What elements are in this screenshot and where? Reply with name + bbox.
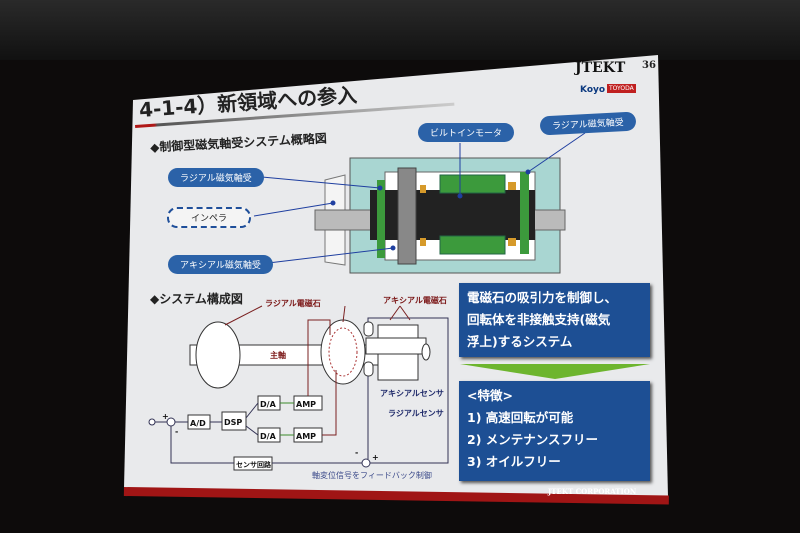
sensor-circuit-text: センサ回路 <box>236 460 272 469</box>
ad-text: A/D <box>190 419 206 428</box>
amp-text-2: AMP <box>296 432 316 441</box>
minus-sign-2: - <box>355 448 358 457</box>
dsp-text: DSP <box>224 418 242 427</box>
feature-item: 1) 高速回転が可能 <box>467 410 574 425</box>
radial-magnet <box>320 319 366 385</box>
motor-stator-top <box>439 174 506 194</box>
label-axial-bearing: アキシアル磁気軸受 <box>168 255 273 274</box>
system-heading: ◆システム構成図 <box>150 292 243 306</box>
feature-item: 2) メンテナンスフリー <box>467 432 599 447</box>
axial-sensor-shape <box>421 343 431 361</box>
toyoda-logo: TOYODA <box>607 84 636 93</box>
summary-line: 浮上)するシステム <box>467 334 573 349</box>
amp-text-1: AMP <box>296 400 316 409</box>
label-feedback: 軸変位信号をフィードバック制御 <box>312 471 432 480</box>
footer-text: JTEKT CORPORATION <box>548 487 637 496</box>
plus-sign-2: + <box>372 453 379 462</box>
summary-line: 電磁石の吸引力を制御し、 <box>467 290 618 305</box>
da-text-1: D/A <box>260 400 277 409</box>
label-radial-magnet: ラジアル電磁石 <box>265 299 321 308</box>
dsp-block <box>221 411 247 431</box>
ceiling <box>0 0 800 60</box>
radial-bearing-left <box>377 180 385 258</box>
radial-sensor-shape <box>363 321 374 337</box>
features-box: <特徴> 1) 高速回転が可能 2) メンテナンスフリー 3) オイルフリー <box>459 381 650 481</box>
label-radial-sensor: ラジアルセンサ <box>388 409 444 418</box>
minus-sign-1: - <box>175 427 178 436</box>
radial-bearing-right <box>520 172 529 254</box>
da-text-2: D/A <box>260 432 277 441</box>
jtekt-logo: JTEKT <box>575 60 626 76</box>
plus-sign-1: + <box>162 412 169 421</box>
feature-item: 3) オイルフリー <box>467 454 561 469</box>
label-main-shaft: 主軸 <box>270 351 286 360</box>
label-radial-bearing-left: ラジアル磁気軸受 <box>168 168 264 187</box>
summary-box: 電磁石の吸引力を制御し、 回転体を非接触支持(磁気 浮上)するシステム <box>459 283 650 357</box>
down-arrow-icon <box>460 364 650 379</box>
koyo-logo: Koyo <box>580 85 606 95</box>
page-number: 36 <box>642 60 656 71</box>
label-motor: ビルトインモータ <box>418 123 515 142</box>
features-heading: <特徴> <box>467 388 513 403</box>
label-axial-magnet: アキシアル電磁石 <box>383 296 447 305</box>
left-disc <box>195 321 241 389</box>
motor-stator-bottom <box>439 235 506 255</box>
summary-line: 回転体を非接触支持(磁気 <box>467 312 611 327</box>
label-impeller: インペラ <box>167 207 252 228</box>
axial-disc <box>397 167 417 265</box>
label-axial-sensor: アキシアルセンサ <box>380 389 444 398</box>
